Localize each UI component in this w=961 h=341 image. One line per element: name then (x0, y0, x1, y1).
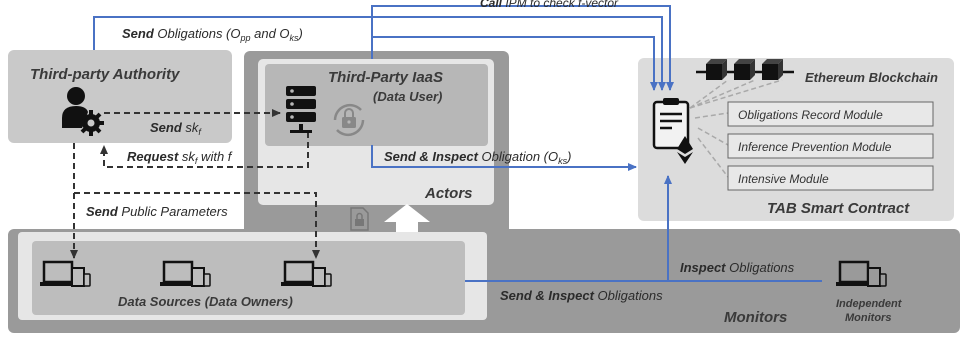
module-box-intensive (727, 165, 934, 191)
arrow-send-obligations-top (93, 16, 666, 91)
send-inspect-obligations-bottom-label: Send & Inspect Obligations (500, 288, 663, 303)
ethereum-icon (677, 136, 693, 164)
request-skf-label: Request skf with f (127, 149, 233, 166)
module-label-obligations: Obligations Record Module (738, 108, 883, 122)
contract-document-icon (652, 98, 690, 150)
actors-label: Actors (424, 185, 473, 202)
smart-contract-label: TAB Smart Contract (767, 200, 910, 217)
send-obligations-top-label: Send Obligations (Opp and Oks) (122, 26, 303, 43)
contract-connectors (689, 79, 783, 178)
send-inspect-oks-label: Send & Inspect Obligation (Oks) (384, 149, 571, 166)
module-box-inference (727, 133, 934, 159)
arrow-send-inspect-oks (371, 145, 637, 171)
arrow-public-params-2 (74, 192, 320, 259)
module-label-inference: Inference Prevention Module (738, 140, 892, 154)
send-skf-label: Send skf (150, 120, 202, 137)
third-party-authority-title: Third-party Authority (30, 66, 180, 83)
data-sources-label: Data Sources (Data Owners) (118, 294, 293, 309)
devices-icon (836, 260, 887, 287)
server-icon (286, 86, 316, 133)
lock-cycle-icon (333, 103, 365, 137)
call-ipm-label: Call IPM to check f-vector (480, 0, 619, 10)
arrow-call-ipm-top (371, 5, 674, 91)
module-label-intensive: Intensive Module (738, 172, 829, 186)
iaas-inner-box (265, 64, 488, 146)
devices-icon (281, 260, 332, 287)
locked-file-icon (350, 207, 369, 231)
module-box-obligations (727, 101, 934, 127)
inspect-obligations-label: Inspect Obligations (680, 260, 795, 275)
independent-monitors-line1: Independent (836, 298, 903, 310)
blockchain-cubes-icon (696, 59, 794, 80)
arrow-call-ipm (371, 36, 658, 91)
data-sources-inner-box (32, 241, 465, 315)
monitors-label: Monitors (724, 309, 787, 326)
upload-arrow-icon (384, 204, 430, 232)
ethereum-blockchain-label: Ethereum Blockchain (805, 70, 938, 85)
third-party-iaas-subtitle: (Data User) (373, 89, 442, 104)
independent-monitors-line2: Monitors (845, 312, 891, 324)
third-party-iaas-title: Third-Party IaaS (328, 69, 443, 86)
devices-icon (160, 260, 211, 287)
user-gear-icon (62, 87, 104, 136)
send-public-params-label: Send Public Parameters (86, 204, 228, 219)
devices-icon (40, 260, 91, 287)
